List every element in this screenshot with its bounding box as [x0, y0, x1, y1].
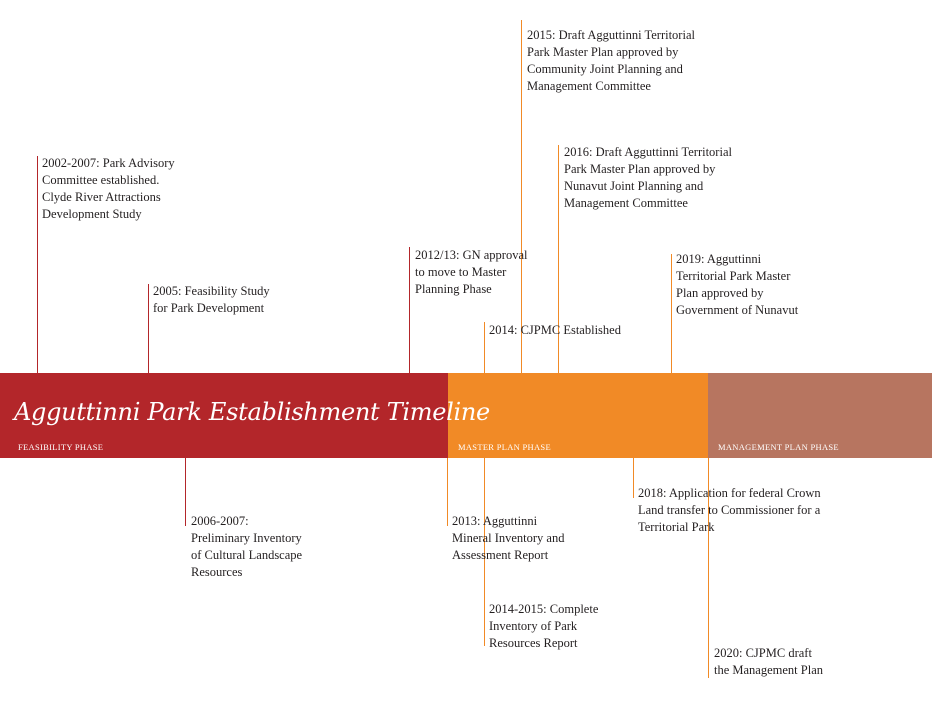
event-line-2018	[633, 458, 635, 498]
feasibility-phase-band	[0, 373, 448, 458]
event-line-2012	[409, 247, 411, 373]
event-label-2012: 2012/13: GN approval to move to Master P…	[415, 248, 528, 296]
event-label-2006: 2006-2007: Preliminary Inventory of Cult…	[191, 514, 303, 579]
master-plan-phase-band	[448, 373, 708, 458]
event-line-2015	[521, 20, 523, 373]
master-plan-phase-label: MASTER PLAN PHASE	[458, 442, 551, 452]
event-line-2006	[185, 458, 187, 526]
event-label-2019: 2019: Agguttinni Territorial Park Master…	[676, 252, 799, 317]
management-plan-phase-band	[708, 373, 932, 458]
event-label-2018: 2018: Application for federal Crown Land…	[638, 486, 821, 534]
event-line-2002	[37, 156, 39, 373]
event-line-2019	[671, 254, 673, 373]
event-line-2014	[484, 322, 486, 373]
event-label-2014: 2014: CJPMC Established	[489, 323, 621, 337]
feasibility-phase-label: FEASIBILITY PHASE	[18, 442, 104, 452]
event-label-2015: 2015: Draft Agguttinni Territorial Park …	[527, 28, 695, 93]
event-line-2013	[447, 458, 449, 526]
event-label-2013: 2013: Agguttinni Mineral Inventory and A…	[452, 514, 565, 562]
event-line-2005	[148, 284, 150, 373]
event-line-2014-2015	[484, 458, 486, 646]
management-plan-phase-label: MANAGEMENT PLAN PHASE	[718, 442, 839, 452]
event-label-2016: 2016: Draft Agguttinni Territorial Park …	[564, 145, 732, 210]
event-label-2002: 2002-2007: Park Advisory Committee estab…	[42, 156, 175, 221]
event-label-2005: 2005: Feasibility Study for Park Develop…	[153, 284, 270, 315]
event-line-2016	[558, 145, 560, 373]
event-label-2014-2015: 2014-2015: Complete Inventory of Park Re…	[489, 602, 599, 650]
event-line-2020	[708, 458, 710, 678]
event-label-2020: 2020: CJPMC draft the Management Plan	[714, 646, 823, 677]
timeline-title: Agguttinni Park Establishment Timeline	[14, 398, 490, 426]
